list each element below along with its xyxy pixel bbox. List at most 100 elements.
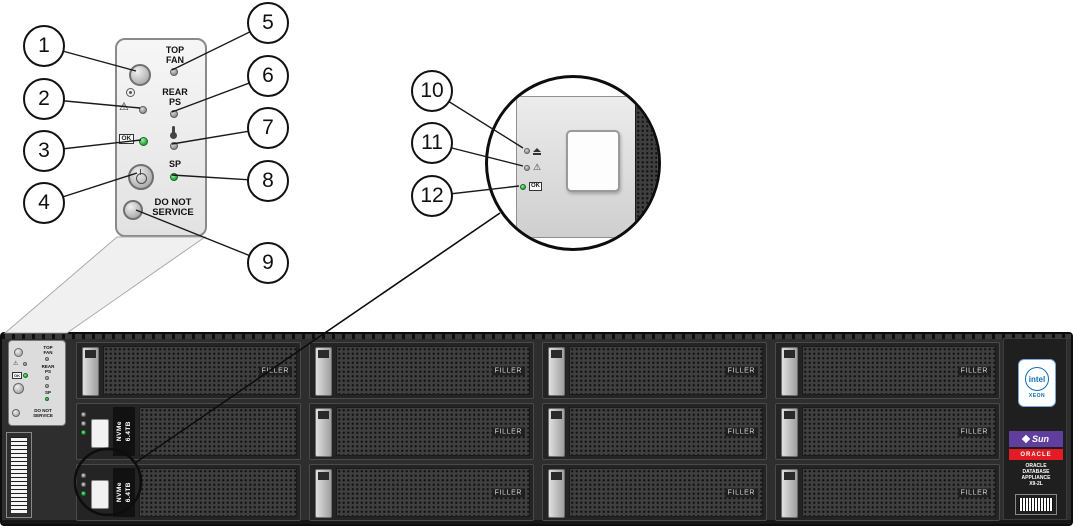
filler-label: FILLER: [491, 366, 525, 375]
drive-label: NVMe 6.4TB: [113, 407, 135, 456]
drive-bay-filler: FILLER: [309, 403, 534, 460]
top-fan-label: TOP FAN: [43, 345, 53, 355]
drive-fault-row: ⚠: [524, 163, 541, 172]
warning-icon: ⚠: [533, 162, 542, 172]
drive-release-button: [91, 419, 109, 448]
callout-11: 11: [411, 122, 453, 164]
service-required-icon: ⚠: [119, 101, 129, 113]
drive-bay-filler: FILLER: [542, 464, 767, 521]
service-required-led: [139, 106, 147, 114]
filler-handle: [315, 469, 332, 518]
top-fan-led: [45, 357, 49, 361]
drive-ok-led: [81, 430, 86, 435]
power-icon: [135, 168, 147, 184]
ok-icon: OK: [119, 134, 134, 144]
drive-map-barcode: [1015, 494, 1057, 515]
ok-icon: OK: [529, 182, 542, 191]
sun-label: Sun: [1032, 434, 1049, 444]
drive-type-label: NVMe: [116, 482, 123, 503]
rear-ps-led: [170, 110, 178, 118]
sun-diamond-icon: [1021, 434, 1031, 444]
filler-handle: [781, 408, 798, 457]
filler-label: FILLER: [491, 427, 525, 436]
callout-12: 12: [411, 175, 453, 217]
sp-label: SP: [44, 390, 51, 395]
drive-mesh: [139, 468, 297, 517]
drive-label: NVMe 6.4TB: [113, 468, 135, 517]
callout-1: 1: [23, 25, 65, 67]
drive-ok-row: OK: [520, 182, 542, 191]
callout-2: 2: [23, 78, 65, 120]
filler-label: FILLER: [957, 427, 991, 436]
intel-badge: intel XEON: [1018, 359, 1056, 407]
product-label: ORACLE DATABASE APPLIANCE X9-2L: [1021, 463, 1051, 487]
rear-ps-label: REAR PS: [162, 87, 188, 107]
chassis-control-panel: ⚠ OK TOP FAN REAR PS SP DO NOT SERVICE: [8, 340, 66, 426]
sp-label: SP: [168, 159, 181, 169]
drive-bay-nvme: NVMe 6.4TB: [76, 464, 301, 521]
ready-to-remove-row: [524, 148, 541, 155]
overtemp-led: [170, 142, 178, 150]
overtemp-icon: [170, 126, 177, 139]
rear-ps-led: [45, 376, 49, 380]
drive-release-button: [566, 130, 620, 192]
power-button: [128, 164, 154, 190]
drive-bay-filler: FILLER: [775, 403, 1000, 460]
ok-led: [139, 137, 148, 146]
callout-9: 9: [247, 242, 289, 284]
overtemp-led: [45, 384, 49, 388]
intel-logo: intel: [1025, 367, 1049, 391]
control-panel-detail: ⚠ OK TOP FAN REAR PS SP DO NOT SERVICE: [115, 38, 207, 237]
locate-button: [129, 64, 151, 86]
callout-10: 10: [411, 70, 453, 112]
filler-label: FILLER: [957, 366, 991, 375]
filler-handle: [548, 347, 565, 396]
locate-button: [14, 348, 23, 357]
eject-icon: [533, 148, 541, 155]
xeon-label: XEON: [1028, 393, 1046, 399]
callout-5: 5: [247, 2, 289, 44]
drive-type-label: NVMe: [116, 421, 123, 442]
drive-fault-led: [81, 482, 86, 487]
drive-bay-filler: FILLER: [309, 342, 534, 399]
drive-bay-filler: FILLER: [542, 403, 767, 460]
filler-label: FILLER: [258, 366, 292, 375]
callout-8: 8: [247, 160, 289, 202]
drive-ok-led: [81, 491, 86, 496]
drive-bay-filler: FILLER: [309, 464, 534, 521]
filler-handle: [315, 408, 332, 457]
do-not-service-led: [12, 409, 20, 417]
drive-mesh: [139, 407, 297, 456]
filler-label: FILLER: [724, 427, 758, 436]
filler-handle: [548, 469, 565, 518]
drive-ready-led: [81, 473, 86, 478]
drive-fault-led: [81, 421, 86, 426]
callout-3: 3: [23, 130, 65, 172]
filler-label: FILLER: [724, 488, 758, 497]
do-not-service-led: [123, 200, 143, 220]
sp-led: [170, 173, 178, 181]
drive-ok-led: [520, 183, 526, 190]
drive-release-button: [91, 480, 109, 509]
ok-icon: OK: [12, 372, 22, 379]
top-fan-label: TOP FAN: [165, 45, 185, 65]
drive-bay-filler: FILLER: [775, 342, 1000, 399]
filler-handle: [781, 469, 798, 518]
do-not-service-label: DO NOT SERVICE: [33, 408, 53, 418]
filler-label: FILLER: [491, 488, 525, 497]
drive-mesh: [635, 96, 658, 236]
callout-6: 6: [247, 55, 289, 97]
ready-to-remove-led: [524, 148, 530, 155]
drive-bay-filler: FILLER: [76, 342, 301, 399]
drive-capacity-label: 6.4TB: [125, 421, 132, 442]
filler-label: FILLER: [724, 366, 758, 375]
ok-led: [23, 373, 28, 378]
chassis-serial-label: [6, 432, 32, 518]
filler-handle: [548, 408, 565, 457]
sun-logo: Sun: [1009, 431, 1063, 447]
sp-led: [45, 397, 49, 401]
filler-label: FILLER: [957, 488, 991, 497]
top-fan-led: [170, 68, 178, 76]
callout-4: 4: [23, 182, 65, 224]
